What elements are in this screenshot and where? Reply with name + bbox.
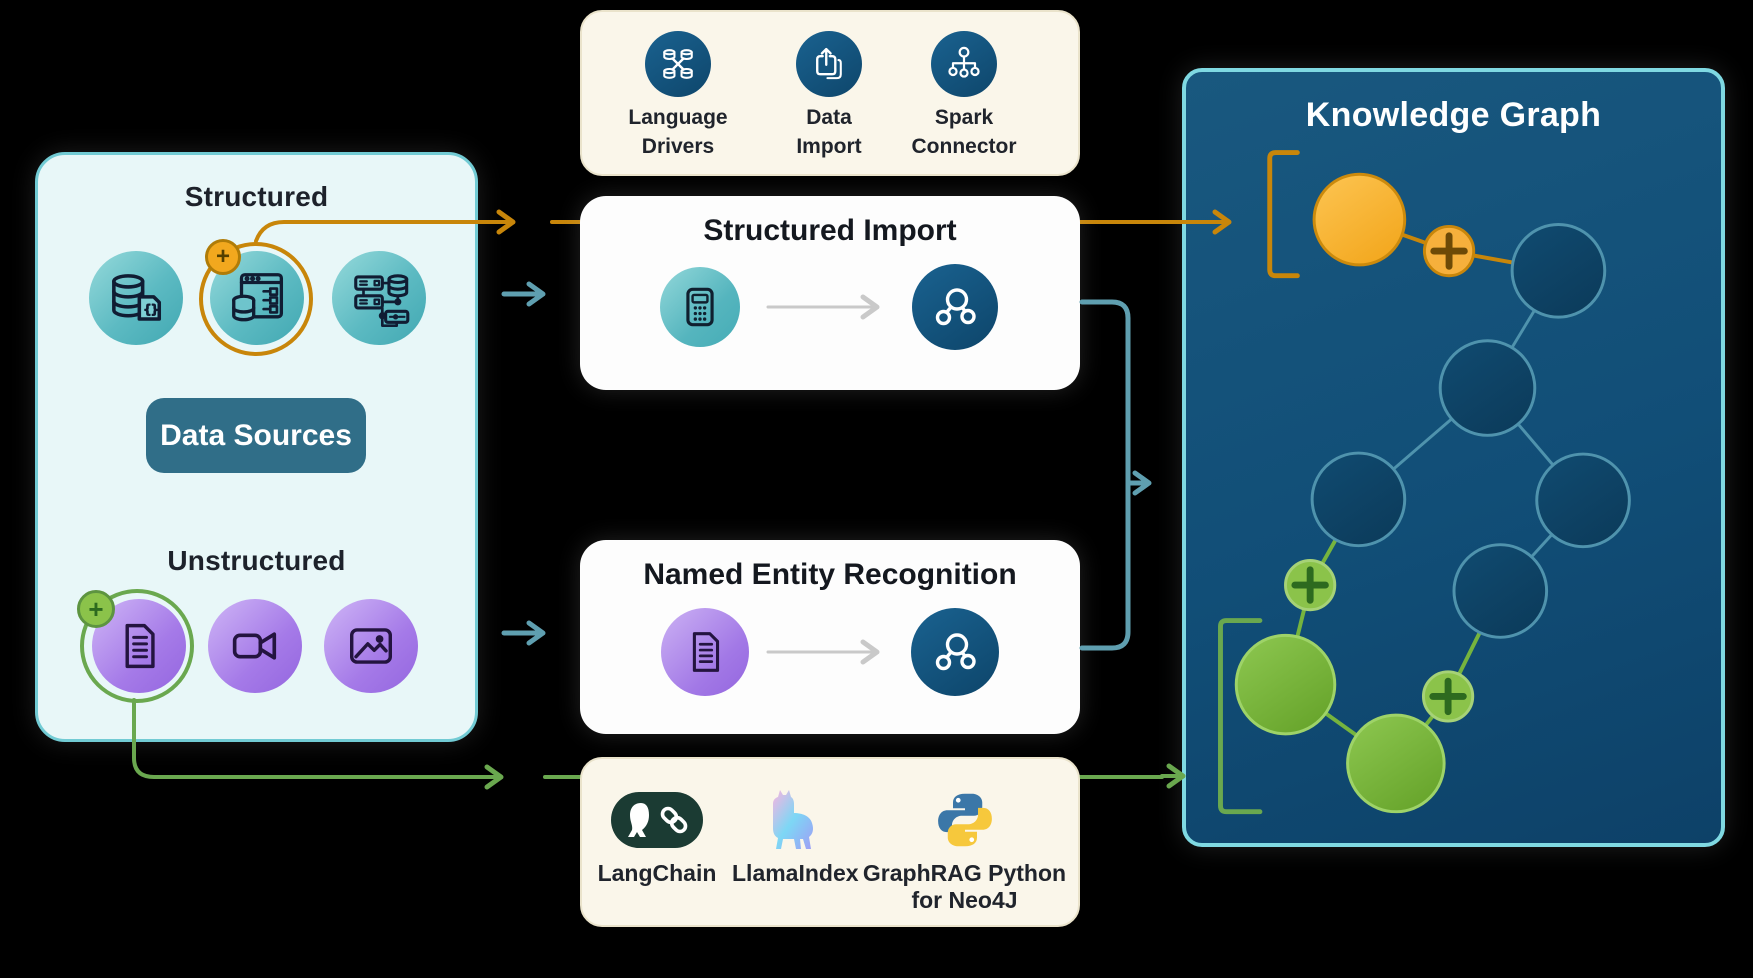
kg-node-teal [1535,452,1631,549]
tool-label-line: Spark [934,106,994,129]
graphrag-label-line1: GraphRAG Python [862,860,1067,886]
tool-language-drivers: Language Drivers [598,31,758,162]
document-icon [692,632,720,672]
knowledge-graph-illustration [1218,150,1631,815]
plus-icon [1430,232,1468,270]
database-code-icon: {} [112,274,162,321]
python-logo [862,789,1067,851]
plus-icon [1429,677,1467,716]
llamaindex-logo [732,789,852,851]
tool-langchain: LangChain [582,759,732,887]
rag-tools-box: LangChain LlamaIndex [580,757,1080,927]
image-icon [350,628,392,664]
graph-icon [935,633,976,671]
tool-label-line: Connector [911,134,1017,158]
structured-source-database: {} [89,251,183,345]
bracket [1218,618,1263,815]
tool-label-line: Drivers [641,134,715,158]
data-import-icon [796,31,862,97]
structured-import-box: Structured Import [580,196,1080,390]
kg-node-orange [1312,172,1407,267]
graphrag-label-line2: for Neo4J [911,887,1018,914]
unstructured-source-image [324,599,418,693]
llamaindex-label: LlamaIndex [732,860,859,886]
langchain-logo [582,789,732,851]
data-sources-panel: Structured {} [35,152,478,742]
langchain-label: LangChain [597,860,717,886]
tool-graphrag-python: GraphRAG Python for Neo4J [862,759,1067,914]
graph-bubble [911,608,999,696]
document-bubble [661,608,749,696]
data-sources-badge: Data Sources [146,398,366,473]
knowledge-graph-panel: Knowledge Graph [1182,68,1725,847]
knowledge-graph-title: Knowledge Graph [1305,96,1602,134]
import-tools-box: Language Drivers Data Import [580,10,1080,176]
calculator-bubble [660,267,740,347]
tool-data-import: Data Import [769,31,889,162]
kg-node-green [1346,713,1446,814]
structured-heading: Structured [184,181,329,212]
unstructured-source-video [208,599,302,693]
svg-text:{}: {} [144,303,159,317]
spark-connector-icon [931,31,997,97]
graph-bubble [912,264,998,350]
calculator-icon [686,287,714,327]
plus-icon [1291,566,1329,604]
tool-label-line: Language [628,106,728,129]
language-drivers-icon [645,31,711,97]
kg-node-teal [1510,223,1607,319]
tool-spark-connector: Spark Connector [884,31,1044,162]
structured-import-title: Structured Import [703,214,957,247]
kg-node-teal [1452,543,1549,639]
server-network-icon [354,274,410,328]
structured-source-servers [332,251,426,345]
plus-badge-unstructured: + [77,590,115,628]
ner-title: Named Entity Recognition [643,558,1017,591]
unstructured-heading: Unstructured [167,545,346,576]
kg-node-green [1234,633,1337,736]
plus-badge-structured: + [205,239,241,275]
kg-node-teal [1310,451,1407,548]
video-icon [232,632,277,660]
join-import-and-ner [1079,299,1131,651]
bracket [1267,150,1300,279]
tool-llamaindex: LlamaIndex [732,759,859,887]
tool-label-line: Data [806,106,852,129]
highlight-ring-structured [199,242,313,356]
tool-label-line: Import [796,134,862,158]
graph-icon [935,288,976,326]
kg-node-teal [1438,339,1537,437]
ner-box: Named Entity Recognition [580,540,1080,734]
